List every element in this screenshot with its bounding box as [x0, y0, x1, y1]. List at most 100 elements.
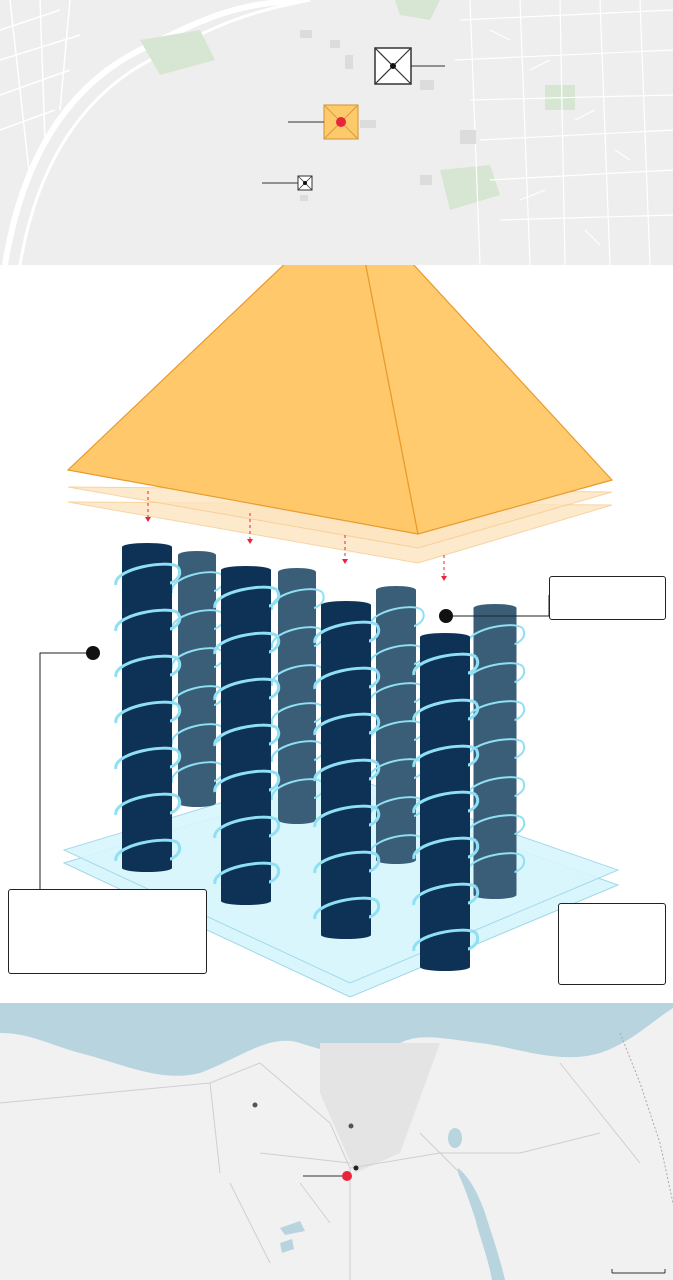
spiral-ring-tail: [169, 796, 182, 815]
spiral-ring: [114, 700, 179, 724]
spiral-ring-tail: [514, 703, 526, 721]
spiral-ring-tail: [169, 842, 182, 861]
city-dot-west: [252, 1102, 258, 1108]
spiral-ring-tail: [467, 702, 480, 721]
front-column: [114, 543, 182, 872]
callout-box-top-right: [549, 576, 666, 620]
spiral-ring: [270, 702, 323, 725]
spiral-ring-tail: [368, 854, 381, 873]
spiral-ring: [114, 608, 179, 632]
city-dot-delta: [348, 1123, 354, 1129]
spiral-ring: [313, 620, 378, 644]
back-column: [170, 551, 225, 807]
menkaure-pyramid-icon[interactable]: [262, 175, 313, 191]
spiral-ring-tail: [368, 762, 381, 781]
spiral-ring: [114, 792, 179, 816]
spiral-ring-tail: [268, 589, 281, 608]
nile-delta: [320, 1043, 440, 1173]
spiral-ring-tail: [467, 794, 480, 813]
spiral-ring: [313, 712, 378, 736]
callout-dot-top: [439, 609, 453, 623]
spiral-ring-tail: [169, 704, 182, 723]
spiral-ring-tail: [268, 865, 281, 884]
spiral-ring-tail: [268, 727, 281, 746]
down-arrows: [145, 491, 447, 581]
city-dot-cairo: [353, 1165, 359, 1171]
pyramid-shape: [66, 265, 614, 535]
spiral-ring: [213, 723, 278, 747]
spiral-ring: [412, 744, 477, 768]
gulf-of-suez: [458, 1168, 505, 1280]
spiral-ring: [412, 790, 477, 814]
spiral-ring-tail: [514, 855, 526, 873]
spiral-ring: [114, 654, 179, 678]
spiral-ring: [213, 815, 278, 839]
spiral-ring-tail: [368, 624, 381, 643]
spiral-ring-tail: [268, 773, 281, 792]
spiral-ring-tail: [268, 681, 281, 700]
columns-group: [114, 543, 526, 971]
spiral-ring-tail: [514, 665, 526, 683]
spiral-ring-tail: [169, 612, 182, 631]
spiral-ring: [412, 882, 477, 906]
roads: [0, 1062, 641, 1280]
spiral-ring-tail: [467, 932, 480, 951]
mediterranean-sea: [0, 1003, 673, 1076]
spiral-ring-tail: [313, 591, 325, 609]
back-column: [466, 604, 526, 899]
spiral-ring-tail: [467, 656, 480, 675]
spiral-ring: [270, 664, 323, 687]
spiral-ring: [270, 626, 323, 649]
plateau-structures: [300, 30, 476, 201]
spiral-ring-tail: [268, 819, 281, 838]
front-column: [313, 601, 381, 939]
spiral-ring: [313, 804, 378, 828]
callout-box-bottom-right: [558, 903, 666, 985]
spiral-ring: [114, 838, 179, 862]
street-grid-left: [0, 0, 81, 181]
spiral-ring: [313, 666, 378, 690]
spiral-ring-tail: [368, 716, 381, 735]
spiral-ring-tail: [268, 635, 281, 654]
callout-dot-left: [86, 646, 100, 660]
giza-location-marker[interactable]: [303, 1171, 352, 1181]
spiral-ring: [313, 896, 378, 920]
spiral-ring: [213, 585, 278, 609]
spiral-ring: [114, 746, 179, 770]
spiral-ring: [270, 740, 323, 763]
giza-plateau-map: [0, 0, 673, 265]
spiral-ring: [170, 723, 223, 746]
spiral-ring: [412, 928, 477, 952]
khafre-pyramid-icon[interactable]: [288, 104, 359, 140]
spiral-ring: [213, 861, 278, 885]
spiral-ring-tail: [467, 748, 480, 767]
region-map-svg: [0, 1003, 673, 1280]
parks: [140, 0, 575, 210]
spiral-ring: [213, 631, 278, 655]
spiral-ring-tail: [169, 566, 182, 585]
spiral-ring-tail: [514, 741, 526, 759]
egypt-region-map: [0, 1003, 673, 1280]
spiral-ring-tail: [368, 900, 381, 919]
spiral-ring: [313, 850, 378, 874]
spiral-ring: [412, 698, 477, 722]
back-column: [270, 568, 325, 824]
spiral-ring: [170, 647, 223, 670]
spiral-ring: [114, 562, 179, 586]
spiral-ring: [412, 652, 477, 676]
spiral-ring-tail: [368, 670, 381, 689]
spiral-ring-tail: [467, 840, 480, 859]
spiral-ring-tail: [467, 886, 480, 905]
spiral-ring: [170, 571, 223, 594]
spiral-ring-tail: [169, 658, 182, 677]
spiral-ring: [213, 677, 278, 701]
khufu-pyramid-icon[interactable]: [374, 47, 445, 85]
spiral-ring: [313, 758, 378, 782]
highway: [2, 0, 311, 265]
street-map-svg: [0, 0, 673, 265]
border-line: [619, 1032, 673, 1204]
callout-box-left: [8, 889, 207, 974]
spiral-ring-tail: [169, 750, 182, 769]
spiral-ring-tail: [514, 817, 526, 835]
spiral-ring-tail: [368, 808, 381, 827]
